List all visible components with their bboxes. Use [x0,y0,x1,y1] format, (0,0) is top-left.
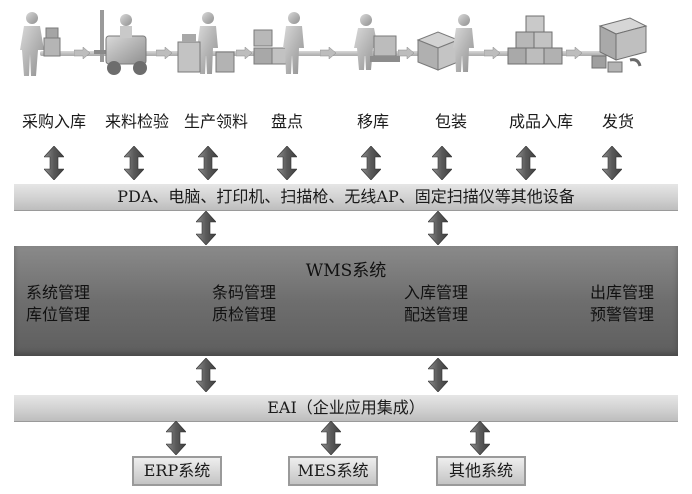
step-label-picking: 生产领料 [183,112,248,131]
flow-arrow-4 [320,47,336,59]
wms-module-outbound-management: 出库管理 [590,283,655,302]
wms-module-group-3: 入库管理 配送管理 [404,282,468,326]
eai-bar: EAI（企业应用集成） [14,395,678,422]
wms-module-distribution-management: 配送管理 [404,305,469,324]
stock-transfer-icon [354,14,400,70]
step-label-packaging: 包装 [434,112,467,131]
wms-module-group-2: 条码管理 质检管理 [212,282,276,326]
step-label-transfer: 移库 [356,112,389,131]
wms-module-system-management: 系统管理 [26,283,91,302]
finished-goods-boxes-icon [507,15,563,65]
step-icon-6 [412,10,482,82]
step-label-shipping: 发货 [601,112,634,131]
flow-arrow-3 [236,47,252,59]
double-arrow-eai-other [470,421,490,455]
double-arrow-step-7 [516,146,536,180]
wms-module-barcode-management: 条码管理 [212,283,277,302]
double-arrow-step-6 [432,146,452,180]
wms-module-location-management: 库位管理 [26,305,91,324]
forklift-inspection-icon [94,10,147,75]
device-bar: PDA、电脑、打印机、扫描枪、无线AP、固定扫描仪等其他设备 [14,184,678,211]
inventory-count-icon [253,12,304,74]
other-systems-box: 其他系统 [436,456,526,486]
step-label-stocktaking: 盘点 [270,112,303,131]
wms-module-quality-management: 质检管理 [212,305,277,324]
step-label-inspection: 来料检验 [104,112,169,131]
double-arrow-step-8 [602,146,622,180]
double-arrow-step-1 [44,146,64,180]
double-arrow-step-2 [124,146,144,180]
delivery-truck-icon [591,17,648,73]
erp-system-box: ERP系统 [132,456,222,486]
double-arrow-devices-wms-right [428,211,448,245]
step-icon-7 [504,10,574,82]
step-label-receiving: 采购入库 [21,112,86,131]
step-icon-8 [586,10,656,82]
flow-arrow-1 [74,47,90,59]
receiving-worker-icon [20,12,61,76]
flow-arrow-6 [484,47,500,59]
wms-module-group-4: 出库管理 预警管理 [590,282,654,326]
flow-arrow-2 [156,47,172,59]
wms-module-group-1: 系统管理 库位管理 [26,282,90,326]
double-arrow-devices-wms-left [196,211,216,245]
step-icon-2 [92,6,162,78]
wms-module-alert-management: 预警管理 [590,305,655,324]
double-arrow-step-5 [361,146,381,180]
wms-system-panel: WMS系统 系统管理 库位管理 条码管理 质检管理 入库管理 配送管理 出库管理… [14,246,678,356]
packaging-icon [416,14,474,72]
material-picking-icon [177,12,235,74]
step-icon-3 [172,8,242,80]
step-label-finished-goods: 成品入库 [508,112,573,131]
step-icon-1 [6,8,76,80]
mes-system-box: MES系统 [288,456,378,486]
wms-module-inbound-management: 入库管理 [404,283,469,302]
double-arrow-step-3 [198,146,218,180]
flow-arrow-7 [566,47,582,59]
double-arrow-wms-eai-right [428,358,448,392]
step-icon-5 [340,10,410,82]
step-icon-4 [250,8,320,80]
wms-title: WMS系统 [305,261,387,281]
flow-arrow-5 [398,47,414,59]
double-arrow-step-4 [277,146,297,180]
double-arrow-eai-mes [321,421,341,455]
double-arrow-wms-eai-left [196,358,216,392]
double-arrow-eai-erp [166,421,186,455]
